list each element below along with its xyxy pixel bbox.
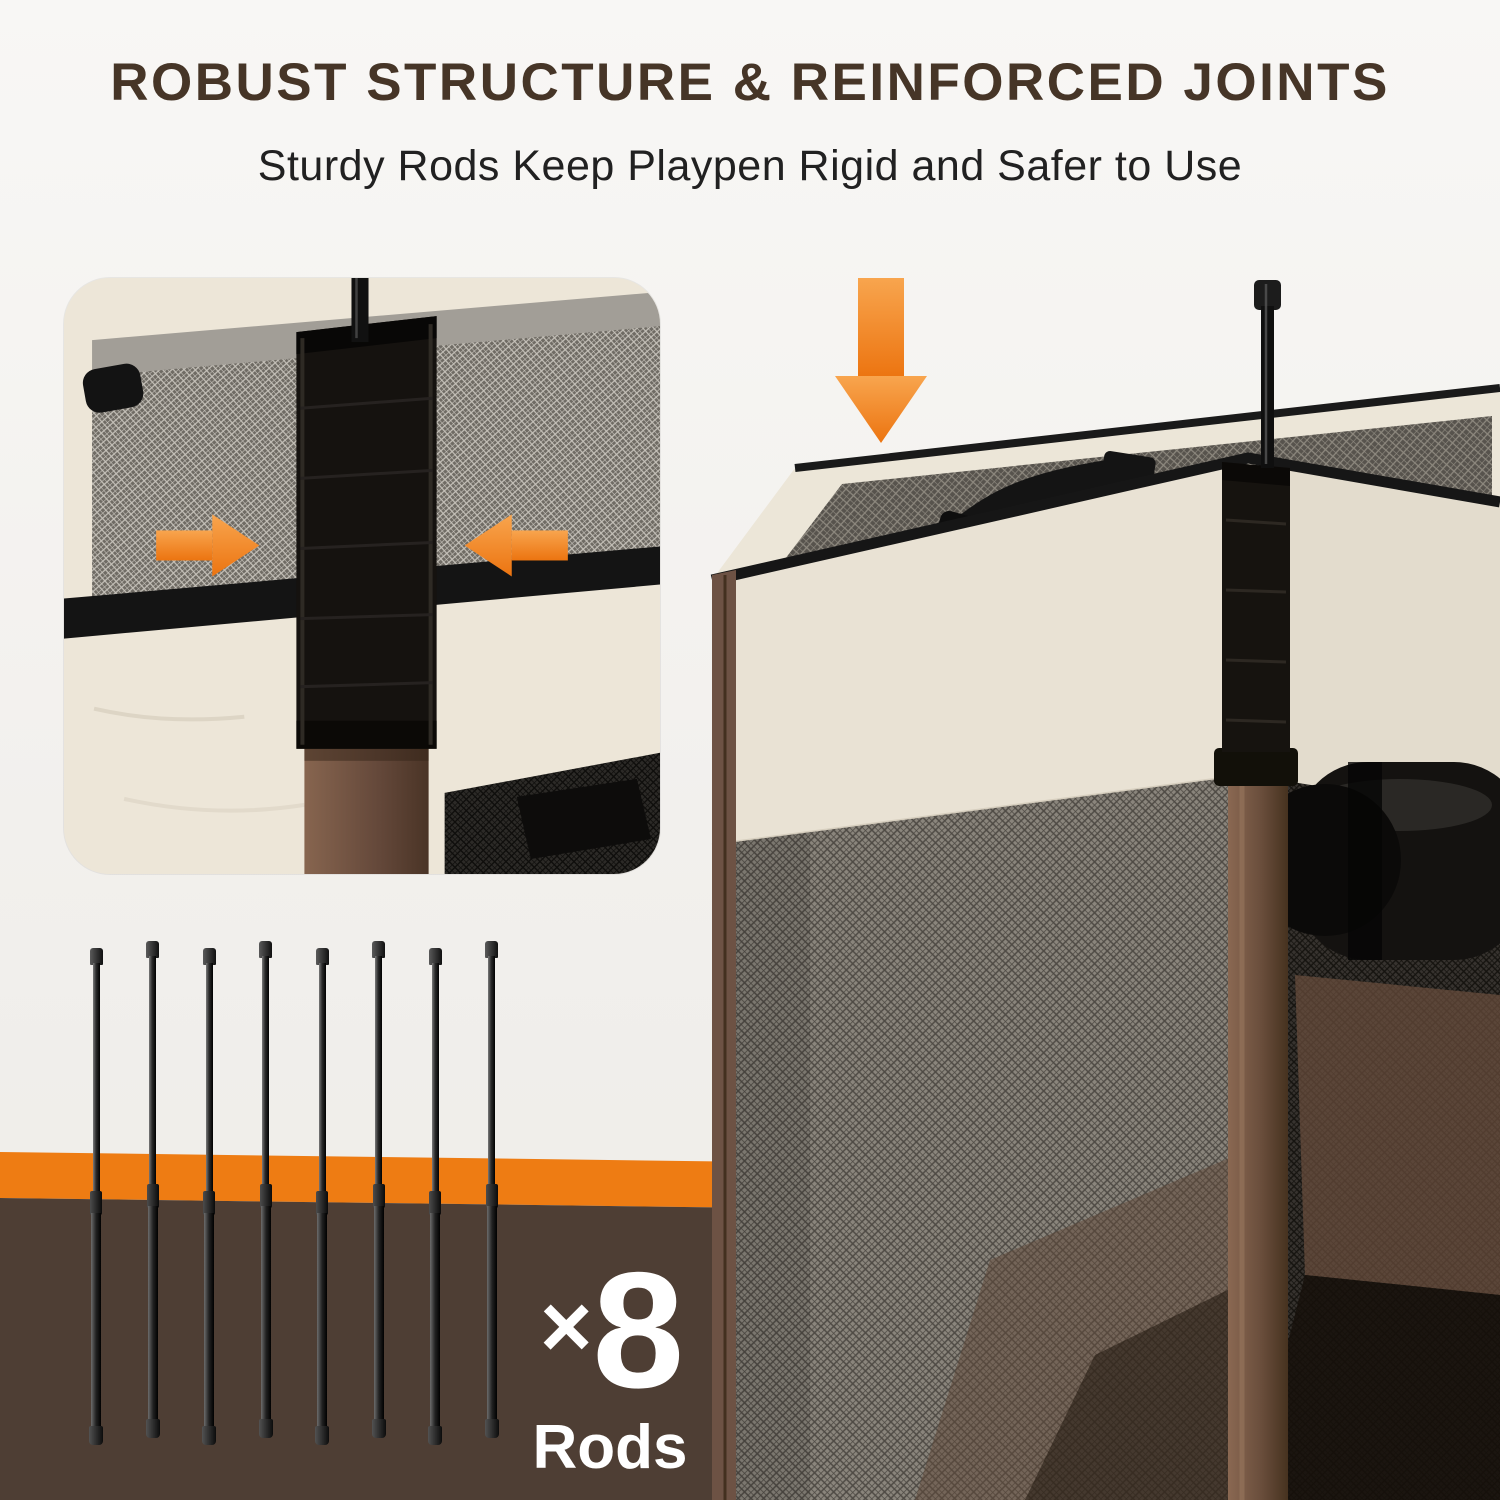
closeup-tab [82,363,144,413]
front-edge-trim [710,452,1500,586]
page-subtitle: Sturdy Rods Keep Playpen Rigid and Safer… [257,142,1243,190]
rod-count-number: 8 [592,1238,684,1422]
page-title: ROBUST STRUCTURE & REINFORCED JOINTS [110,53,1390,112]
multiplier-symbol: × [539,1277,593,1377]
rod-count-unit: Rods [532,1413,688,1482]
rod [484,941,500,1455]
rod [88,948,104,1462]
joint-closeup-inset [64,278,660,874]
right-arrow-icon [156,514,260,577]
rod-count-label: ×8 [505,1248,715,1413]
rod [314,948,330,1462]
rod [371,941,387,1455]
rod [427,948,443,1462]
playpen-front-face [711,458,1249,1500]
joint-closeup-image [64,278,660,874]
closeup-corner-mesh [444,752,660,874]
closeup-pole [304,744,429,874]
playpen-right-face [1248,458,1500,1500]
down-arrow-icon [835,278,927,443]
rod [201,948,217,1462]
corner-sleeve [1222,462,1290,752]
playpen-photo [710,278,1500,1500]
rod [145,941,161,1455]
rod [258,941,274,1455]
corner-pole [1214,740,1298,1500]
support-rod [1254,280,1281,468]
closeup-sleeve [296,316,437,749]
left-arrow-icon [464,514,568,577]
rods-group [88,941,500,1462]
closeup-rod [351,278,369,343]
